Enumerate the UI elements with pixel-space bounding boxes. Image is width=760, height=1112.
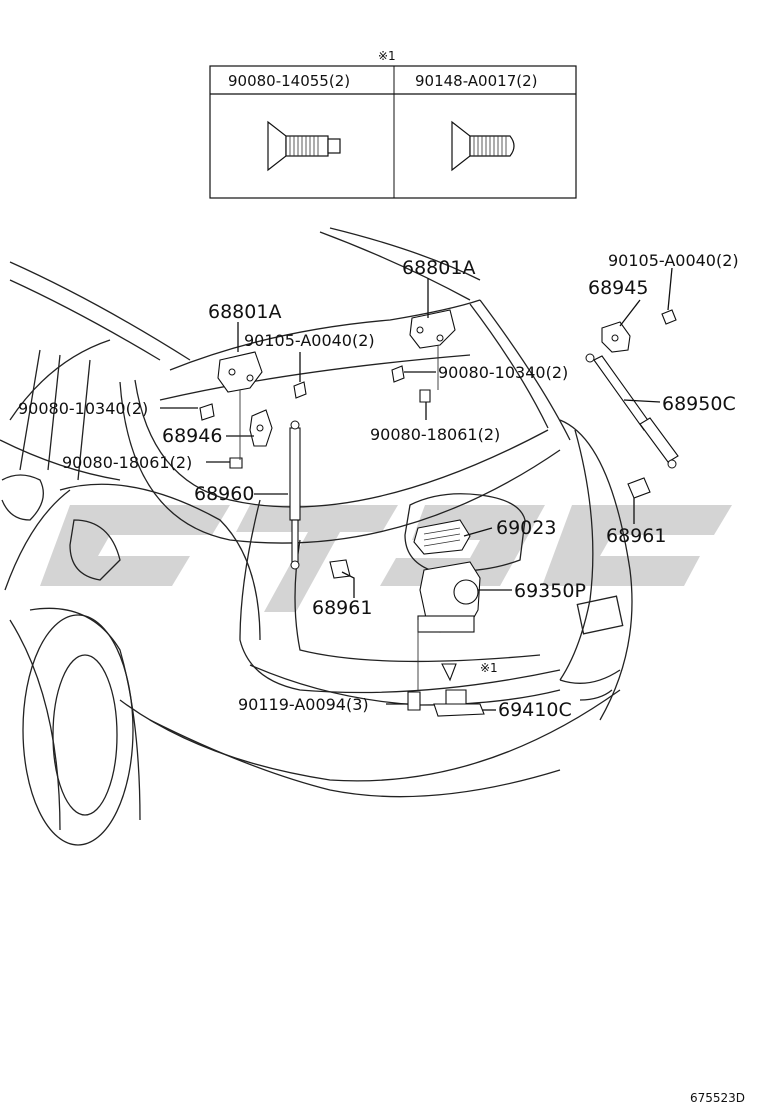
label-bolt-top-right: 90105-A0040(2) [608,251,739,270]
bracket-right-part [601,321,631,353]
label-damper-right: 68950C [662,393,736,415]
label-lock-assembly: 69350P [514,580,586,602]
part-labels: 68801A 68801A 90105-A0040(2) 90105-A0040… [18,251,739,721]
lamp-switch-part [413,519,471,555]
label-stud-ball-right: 68961 [606,525,666,547]
table-note-mark: ※1 [378,49,396,63]
leader-lines [160,267,673,711]
fastener-table: ※1 90080-14055(2) 90148-A0017(2) [209,49,577,199]
label-striker: 69410C [498,699,572,721]
label-bracket-left: 68946 [162,425,222,447]
label-stud-ball-left: 68961 [312,597,372,619]
flat-head-screw-icon [267,120,341,172]
label-stud-left: 90080-18061(2) [62,453,192,472]
label-stud-right: 90080-18061(2) [370,425,500,444]
label-nut-right-hinge: 90080-10340(2) [438,363,568,382]
label-bolt-hinge-left: 90105-A0040(2) [244,331,375,350]
diagram-code: 675523D [690,1091,745,1105]
label-hinge-right: 68801A [402,257,475,279]
lock-assembly-part [417,561,481,633]
bracket-left-part [249,409,273,447]
label-lamp-switch: 69023 [496,517,556,539]
damper-left-part [289,420,301,570]
bolt-icons [199,309,677,711]
label-bracket-right: 68945 [588,277,648,299]
label-bolt-left-upper: 90080-10340(2) [18,399,148,418]
vehicle-body-outline [0,227,633,846]
hinge-left-part [217,351,263,393]
striker-part [433,689,485,717]
label-bolt-striker: 90119-A0094(3) [238,695,369,714]
table-col-screw-1: 90080-14055(2) [228,72,350,90]
label-damper-left: 68960 [194,483,254,505]
damper-right-part [585,353,679,469]
table-col-screw-2: 90148-A0017(2) [415,72,537,90]
hinge-right-part [409,309,456,349]
label-screw-ref: ※1 [480,661,498,675]
flat-head-screw-2-icon [451,120,515,172]
label-hinge-left: 68801A [208,301,281,323]
